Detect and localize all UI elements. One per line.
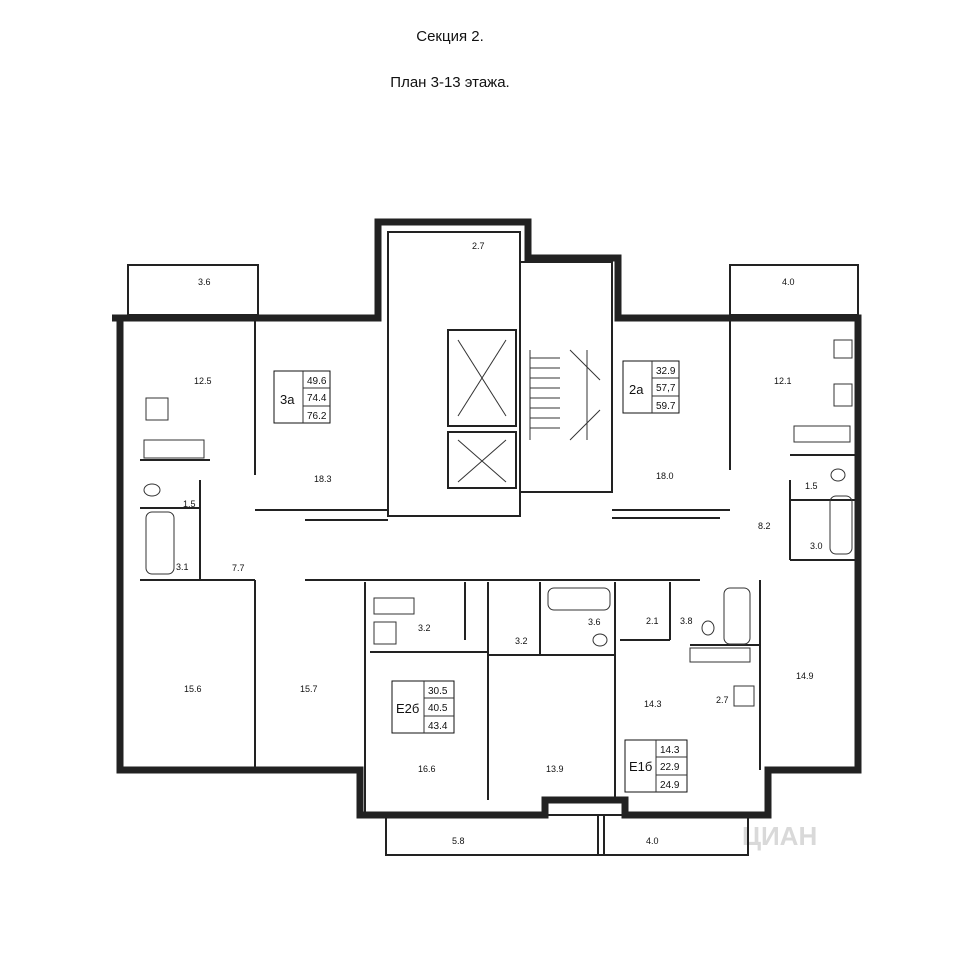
stove-icon [373, 621, 397, 645]
hall-e2b-area: 3.2 [515, 636, 528, 646]
wc-3a-area: 1.5 [183, 499, 196, 509]
toilet-icon [830, 468, 846, 482]
room-2a-area: 14.9 [796, 671, 814, 681]
apartment-name: Е1б [629, 759, 652, 774]
stove-icon [145, 397, 169, 421]
room-labels: 3.6 4.0 5.8 4.0 2.7 12.5 18.3 1.5 3.1 7.… [176, 241, 823, 846]
section-title: Секция 2. [416, 28, 484, 45]
room-e2b-2-area: 13.9 [546, 764, 564, 774]
staircase [529, 349, 601, 441]
hall-3a-area: 7.7 [232, 563, 245, 573]
bath-e1b-area: 3.8 [680, 616, 693, 626]
balcony-s1-area: 5.8 [452, 836, 465, 846]
exterior-walls [112, 218, 862, 819]
apartment-total-area: 57,7 [656, 383, 676, 394]
apartment-3a-box: 3а 49.6 74.4 76.2 [273, 370, 331, 424]
bathtub-icon [145, 511, 175, 575]
apartment-living-area: 14.3 [660, 745, 680, 756]
apartment-total-area: 74.4 [307, 393, 327, 404]
kitchen-e1b-area: 2.7 [716, 695, 729, 705]
wc-2a-area: 1.5 [805, 481, 818, 491]
room-e2b-1-area: 16.6 [418, 764, 436, 774]
kitchen-e2b-area: 3.2 [418, 623, 431, 633]
apartment-living-area: 49.6 [307, 376, 327, 387]
watermark-text: ЦИАН [742, 821, 817, 851]
balcony-nw-area: 3.6 [198, 277, 211, 287]
kitchen-3a-area: 12.5 [194, 376, 212, 386]
toilet-icon [143, 483, 161, 497]
plan-title: План 3-13 этажа. [390, 74, 510, 91]
bath-3a-area: 3.1 [176, 562, 189, 572]
apartment-full-area: 43.4 [428, 721, 448, 732]
bathtub-icon [829, 495, 853, 555]
sink-icon [373, 597, 415, 615]
hall-2a-area: 8.2 [758, 521, 771, 531]
stove-icon [833, 383, 853, 407]
sink-icon [143, 439, 205, 459]
apartment-total-area: 22.9 [660, 762, 680, 773]
apartment-2a-box: 2а 32.9 57,7 59.7 [622, 360, 680, 414]
room-3a-1-area: 15.6 [184, 684, 202, 694]
bathtub-icon [547, 587, 611, 611]
hall-e1b-area: 2.1 [646, 616, 659, 626]
bathtub-icon [723, 587, 751, 645]
toilet-icon [701, 620, 715, 636]
apartment-living-area: 32.9 [656, 366, 676, 377]
bath-2a-area: 3.0 [810, 541, 823, 551]
sink-icon [689, 647, 751, 663]
room-e1b-area: 14.3 [644, 699, 662, 709]
apartment-living-area: 30.5 [428, 686, 448, 697]
fixtures [143, 339, 853, 707]
fan-icon [833, 339, 853, 359]
apartment-name: 3а [280, 392, 295, 407]
living-3a-area: 18.3 [314, 474, 332, 484]
toilet-icon [592, 633, 608, 647]
apartment-name: Е2б [396, 701, 419, 716]
apartment-full-area: 24.9 [660, 780, 680, 791]
apartment-full-area: 76.2 [307, 411, 327, 422]
room-3a-2-area: 15.7 [300, 684, 318, 694]
balcony-ne-area: 4.0 [782, 277, 795, 287]
bath-e2b-area: 3.6 [588, 617, 601, 627]
apartment-total-area: 40.5 [428, 703, 448, 714]
living-2a-area: 18.0 [656, 471, 674, 481]
sink-icon [793, 425, 851, 443]
corridor-top-area: 2.7 [472, 241, 485, 251]
apartment-e1b-box: Е1б 14.3 22.9 24.9 [624, 739, 688, 793]
kitchen-2a-area: 12.1 [774, 376, 792, 386]
apartment-full-area: 59.7 [656, 401, 676, 412]
interior-walls [140, 231, 858, 815]
stove-icon [733, 685, 755, 707]
apartment-e2b-box: Е2б 30.5 40.5 43.4 [391, 680, 455, 734]
apartment-name: 2а [629, 382, 644, 397]
balcony-s2-area: 4.0 [646, 836, 659, 846]
